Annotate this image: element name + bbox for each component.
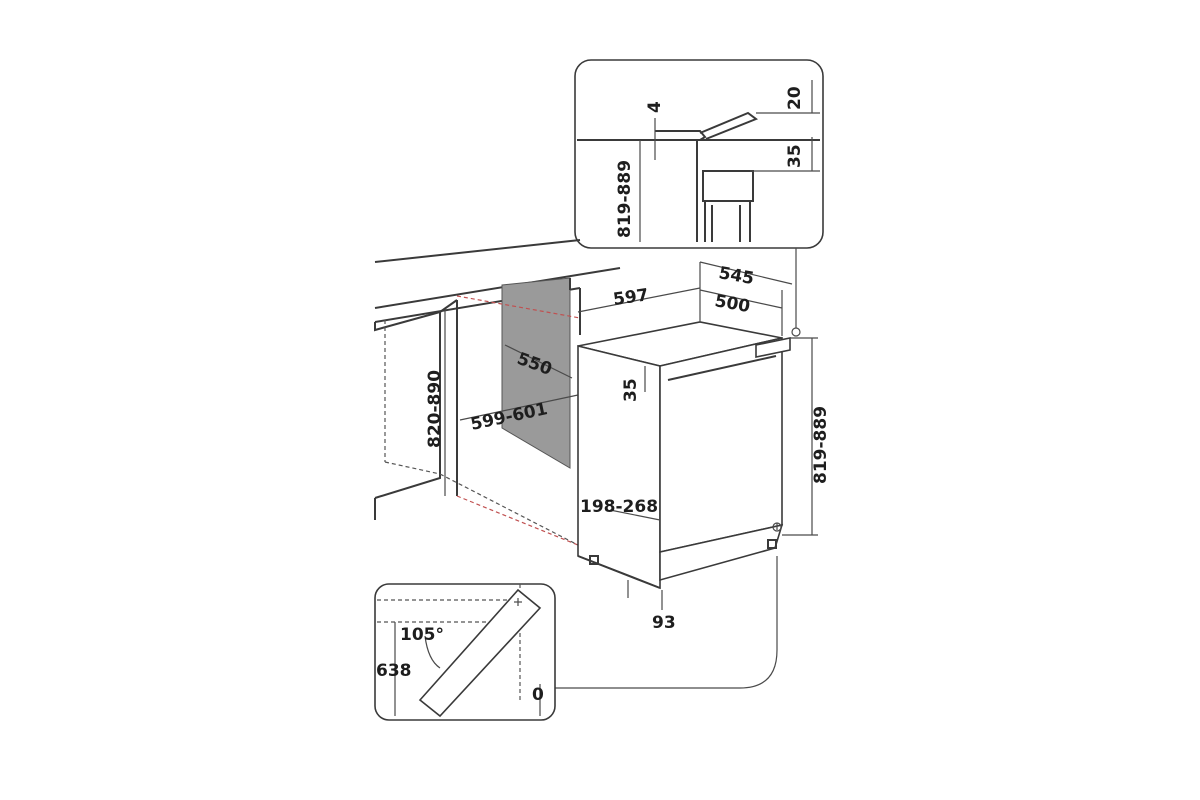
dim-niche-height: 820-890 [425, 370, 445, 448]
top-detail-frame [574, 59, 824, 249]
appliance-foot-left [589, 555, 599, 565]
dim-top-gap: 35 [621, 378, 641, 402]
appliance-foot-right [767, 539, 777, 549]
dim-detail-height: 819-889 [615, 160, 635, 238]
appliance: 597 500 545 35 819-889 198-268 93 [577, 261, 831, 633]
cabinet-side-top [439, 299, 458, 313]
door-handle [755, 337, 791, 358]
worktop-back-edge [374, 239, 581, 263]
dim-foot-offset: 93 [652, 613, 676, 633]
appliance-door [659, 336, 783, 553]
door-detail-connector [554, 523, 778, 689]
niche-width-dimline [459, 394, 579, 421]
dim-depth-total: 545 [717, 263, 755, 289]
dim-appliance-height: 819-889 [811, 406, 831, 484]
top-detail-appliance-top [655, 130, 707, 141]
dim-detail-right-top: 20 [785, 86, 805, 110]
door-detail-angle-arc [424, 635, 441, 669]
rear-panel [501, 277, 571, 469]
niche-bottom-dash [456, 495, 579, 546]
dim-plinth: 198-268 [580, 497, 658, 517]
dim-detail-right-gap: 35 [785, 144, 805, 168]
depth-total-dimline [699, 261, 793, 285]
niche-floor-dash-b [439, 473, 579, 546]
top-detail-connector-dot [791, 327, 801, 337]
dim-depth-inner: 500 [713, 291, 752, 317]
worktop-front-edge [374, 267, 621, 309]
width-dimline [577, 287, 701, 313]
door-handle-strip [667, 355, 777, 381]
dim-door-height: 638 [376, 661, 412, 681]
door-detail-panel: 105° 638 0 [374, 583, 556, 721]
top-detail-door-frame [702, 170, 754, 202]
dim-detail-gap-top: 4 [645, 101, 665, 113]
door-detail-door [418, 588, 542, 718]
dim-door-offset: 0 [532, 685, 544, 705]
top-detail-door-top [699, 111, 759, 140]
dim-width: 597 [612, 285, 650, 310]
niche-depth-dimline [504, 344, 573, 379]
appliance-base-edge [577, 555, 661, 589]
depth-inner-dimline [699, 289, 783, 309]
appliance-side [577, 344, 661, 590]
door-detail-connector-dot [772, 522, 782, 532]
dim-door-angle: 105° [400, 625, 444, 645]
niche-floor-dash [384, 461, 441, 475]
plinth-dimline [609, 509, 661, 521]
top-detail-panel: 4 819-889 20 35 [574, 59, 824, 249]
